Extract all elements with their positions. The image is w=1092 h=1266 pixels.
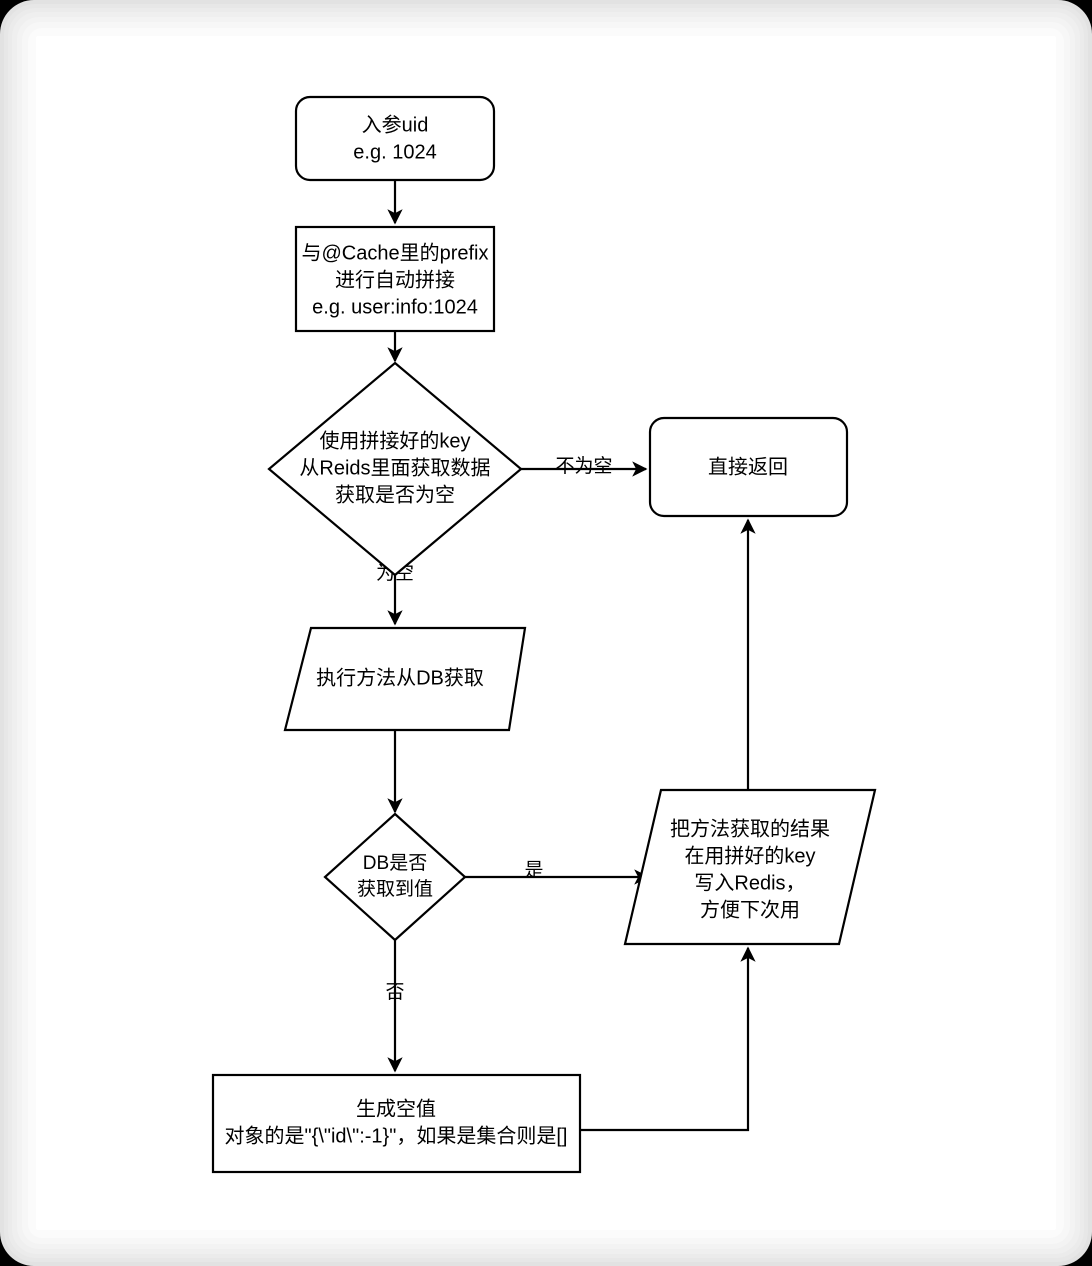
node-input[interactable]: 入参uid e.g. 1024: [294, 95, 496, 182]
node-write-redis-line-1: 在用拼好的key: [684, 844, 815, 867]
node-input-line-0: 入参uid: [362, 113, 429, 136]
node-redis-check-line-1: 从Reids里面获取数据: [299, 456, 490, 479]
node-direct-return-shape: [648, 416, 849, 518]
node-write-redis-shape: [623, 788, 877, 946]
node-concat-line-2: e.g. user:info:1024: [312, 296, 478, 318]
node-write-redis-line-3: 方便下次用: [700, 898, 800, 921]
node-direct-return[interactable]: 直接返回: [648, 416, 849, 518]
node-input-shape: [294, 95, 496, 182]
node-empty-value-line-1: 对象的是"{\"id\":-1}"，如果是集合则是[]: [225, 1124, 568, 1147]
node-write-redis-line-2: 写入Redis，: [694, 872, 805, 894]
node-db-check-shape: [323, 812, 467, 942]
node-concat-line-0: 与@Cache里的prefix: [301, 241, 488, 264]
node-write-redis[interactable]: 把方法获取的结果 在用拼好的key 写入Redis， 方便下次用: [623, 788, 877, 946]
node-empty-value-line-0: 生成空值: [356, 1097, 436, 1120]
node-redis-check-line-2: 获取是否为空: [335, 483, 455, 506]
node-concat-shape: [294, 225, 496, 333]
node-write-redis-line-0: 把方法获取的结果: [670, 817, 830, 840]
node-redis-check-shape: [267, 361, 523, 577]
node-db-fetch-shape: [283, 626, 527, 732]
node-concat-line-1: 进行自动拼接: [335, 268, 455, 291]
edge-emptyvalue-to-writeredis: [580, 946, 756, 1132]
node-redis-check[interactable]: 使用拼接好的key 从Reids里面获取数据 获取是否为空: [267, 361, 523, 577]
node-direct-return-line-0: 直接返回: [708, 455, 788, 478]
edge-label-no: 否: [385, 982, 404, 1003]
edge-label-not-empty: 不为空: [555, 455, 612, 477]
node-input-line-1: e.g. 1024: [353, 141, 436, 163]
edge-label-yes: 是: [524, 860, 543, 881]
node-db-check-line-0: DB是否: [363, 853, 427, 874]
node-db-fetch-line-0: 执行方法从DB获取: [316, 666, 484, 689]
node-concat[interactable]: 与@Cache里的prefix 进行自动拼接 e.g. user:info:10…: [294, 225, 496, 333]
node-db-check-line-1: 获取到值: [357, 878, 433, 900]
diagram-canvas: 不为空 为空 是 否 入参uid e.g. 1024 与@Cache里的pref…: [36, 36, 1056, 1230]
node-empty-value[interactable]: 生成空值 对象的是"{\"id\":-1}"，如果是集合则是[]: [211, 1073, 582, 1174]
node-db-check[interactable]: DB是否 获取到值: [323, 812, 467, 942]
flowchart-svg: 不为空 为空 是 否 入参uid e.g. 1024 与@Cache里的pref…: [211, 95, 877, 1174]
node-db-fetch[interactable]: 执行方法从DB获取: [283, 626, 527, 732]
node-empty-value-shape: [211, 1073, 582, 1174]
node-redis-check-line-0: 使用拼接好的key: [319, 429, 470, 452]
